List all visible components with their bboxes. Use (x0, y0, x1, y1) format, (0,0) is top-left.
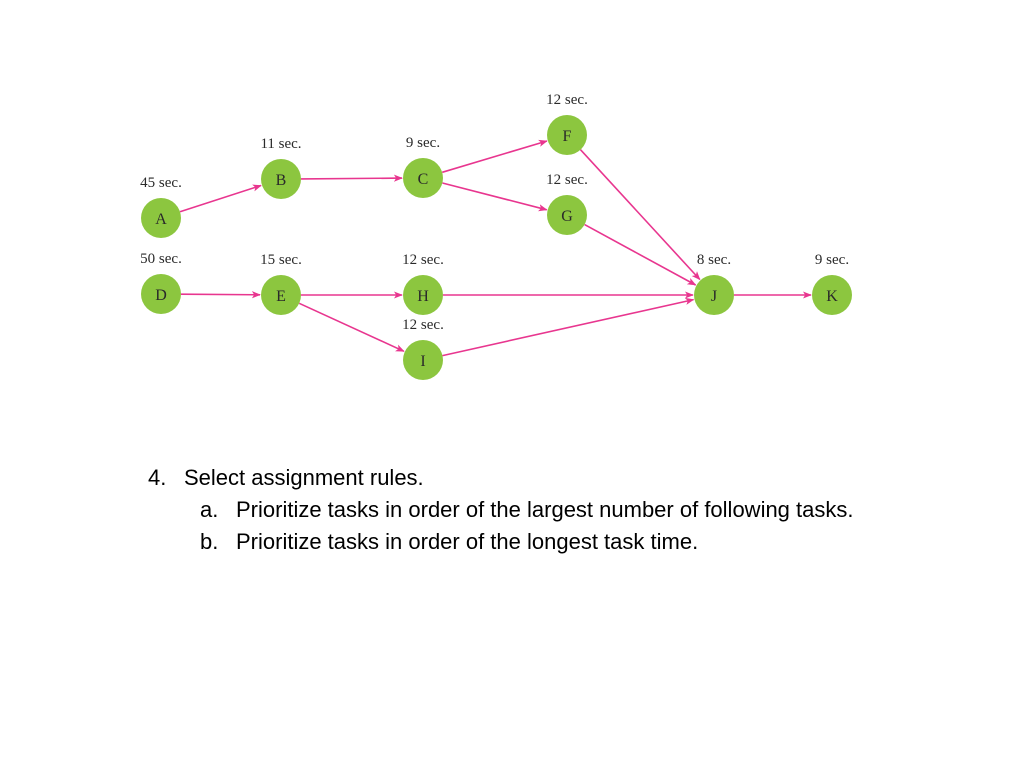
task-node-circle (547, 115, 587, 155)
edges-layer (179, 139, 812, 357)
task-node-label: B (276, 172, 287, 189)
task-node-label: D (155, 287, 167, 304)
edge-f-j (579, 149, 701, 281)
task-node-circle (403, 158, 443, 198)
task-node-label: C (418, 171, 429, 188)
rule-text: Select assignment rules. (184, 465, 424, 490)
task-node-b: B 11 sec. (260, 136, 302, 199)
task-node-a: A 45 sec. (140, 175, 182, 238)
task-node-g: G 12 sec. (546, 172, 588, 235)
task-node-label: G (561, 208, 573, 225)
task-time-label: 8 sec. (697, 252, 731, 268)
task-time-label: 12 sec. (402, 252, 444, 268)
task-node-circle (403, 275, 443, 315)
task-node-i: I 12 sec. (402, 317, 444, 380)
task-time-label: 50 sec. (140, 251, 182, 267)
task-time-label: 12 sec. (402, 317, 444, 333)
task-node-circle (812, 275, 852, 315)
task-node-h: H 12 sec. (402, 252, 444, 315)
edge-e-i (298, 302, 405, 353)
task-time-label: 12 sec. (546, 92, 588, 108)
rule-sub-b: b. Prioritize tasks in order of the long… (148, 526, 998, 558)
precedence-diagram: A 45 sec. B 11 sec. C 9 sec. F 12 sec. G 12 sec. D… (140, 92, 852, 380)
rule-step-4: 4. Select assignment rules. (148, 462, 998, 494)
task-node-d: D 50 sec. (140, 251, 182, 314)
task-node-circle (261, 159, 301, 199)
task-node-k: K 9 sec. (812, 252, 852, 315)
task-node-label: H (417, 288, 429, 305)
rule-sub-text: Prioritize tasks in order of the longest… (236, 529, 699, 554)
task-node-circle (403, 340, 443, 380)
nodes-layer: A 45 sec. B 11 sec. C 9 sec. F 12 sec. G 12 sec. D… (140, 92, 852, 380)
task-time-label: 11 sec. (260, 136, 301, 152)
rule-sub-text: Prioritize tasks in order of the largest… (236, 497, 854, 522)
edge-d-e (180, 291, 261, 299)
task-node-circle (141, 274, 181, 314)
task-node-circle (547, 195, 587, 235)
task-node-circle (694, 275, 734, 315)
task-node-circle (141, 198, 181, 238)
task-time-label: 12 sec. (546, 172, 588, 188)
task-time-label: 45 sec. (140, 175, 182, 191)
edge-g-j (584, 223, 697, 286)
task-node-label: J (711, 288, 717, 305)
task-node-j: J 8 sec. (694, 252, 734, 315)
rule-sub-a: a. Prioritize tasks in order of the larg… (148, 494, 998, 526)
task-node-label: E (276, 288, 286, 305)
task-time-label: 9 sec. (406, 135, 440, 151)
task-node-f: F 12 sec. (546, 92, 588, 155)
edge-c-g (442, 182, 548, 212)
task-node-label: K (826, 288, 838, 305)
rule-number: 4. (148, 465, 167, 490)
task-node-label: I (420, 353, 425, 370)
edge-i-j (442, 297, 695, 357)
edge-b-c (300, 174, 403, 182)
task-time-label: 15 sec. (260, 252, 302, 268)
assignment-rules: 4. Select assignment rules. a. Prioritiz… (148, 462, 998, 558)
rule-sub-marker: b. (200, 529, 219, 554)
task-node-e: E 15 sec. (260, 252, 302, 315)
edge-c-f (441, 139, 548, 174)
task-node-circle (261, 275, 301, 315)
task-node-label: A (155, 211, 167, 228)
edge-a-b (179, 184, 262, 213)
task-node-c: C 9 sec. (403, 135, 443, 198)
rule-sub-marker: a. (200, 497, 219, 522)
task-time-label: 9 sec. (815, 252, 849, 268)
task-node-label: F (563, 128, 572, 145)
